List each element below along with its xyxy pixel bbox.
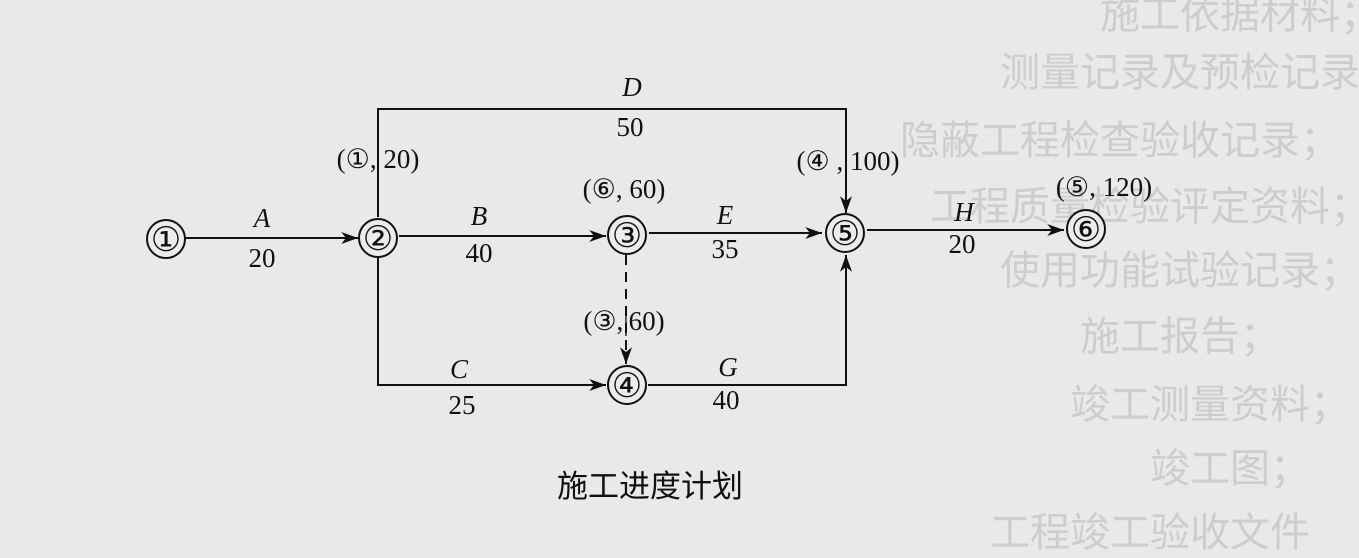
diagram-stage: 施工依据材料； 测量记录及预检记录； 隐蔽工程检查验收记录； 工程质量检验评定资… [146,0,1359,556]
node-6-annotation: (⑤, 120) [1056,172,1152,202]
node-3: ③ [607,215,647,255]
bg-line-4: 工程质量检验评定资料； [930,184,1359,230]
activity-a-name: A [252,203,271,233]
node-1: ① [146,219,186,259]
bg-line-1: 施工依据材料； [1100,0,1359,38]
edge-g [648,254,852,386]
node-2: ② [358,218,398,258]
activity-a-duration: 20 [249,243,276,273]
activity-d-duration: 50 [617,112,644,142]
node-4-annotation: (③,|60) [583,306,664,336]
node-6: ⑥ [1066,209,1106,249]
bg-line-8: 竣工图； [1150,446,1310,492]
node-2-label: ② [363,221,393,258]
activity-c-duration: 25 [449,390,476,420]
bg-line-3: 隐蔽工程检查验收记录； [900,118,1340,164]
activity-b-duration: 40 [466,238,493,268]
diagram-caption: 施工进度计划 [557,469,743,505]
node-6-label: ⑥ [1071,212,1101,249]
activity-c-name: C [450,354,469,384]
bg-line-6: 施工报告； [1080,314,1280,360]
bg-line-5: 使用功能试验记录； [1000,248,1359,294]
node-5-label: ⑤ [830,216,860,253]
activity-h-duration: 20 [949,229,976,259]
edge-d [377,108,852,217]
activity-g-name: G [718,352,738,382]
node-3-label: ③ [612,218,642,255]
node-3-annotation: (⑥, 60) [583,174,666,204]
activity-e-duration: 35 [712,234,739,264]
activity-h-name: H [953,197,975,227]
bg-line-7: 竣工测量资料； [1070,382,1350,428]
edge-c [377,258,606,391]
activity-e-name: E [716,200,734,230]
node-4: ④ [607,365,647,405]
bg-line-2: 测量记录及预检记录； [1000,50,1359,96]
activity-g-duration: 40 [713,385,740,415]
node-1-label: ① [151,222,181,259]
activity-b-name: B [471,201,488,231]
activity-d-name: D [621,72,642,102]
node-5: ⑤ [825,213,865,253]
network-diagram: ① ② ③ ④ ⑤ ⑥ A 20 B 40 C 25 D 50 E [146,72,1152,505]
node-2-annotation: (①, 20) [337,144,420,174]
node-4-label: ④ [612,368,642,405]
node-5-annotation: (④ , 100) [797,146,900,176]
